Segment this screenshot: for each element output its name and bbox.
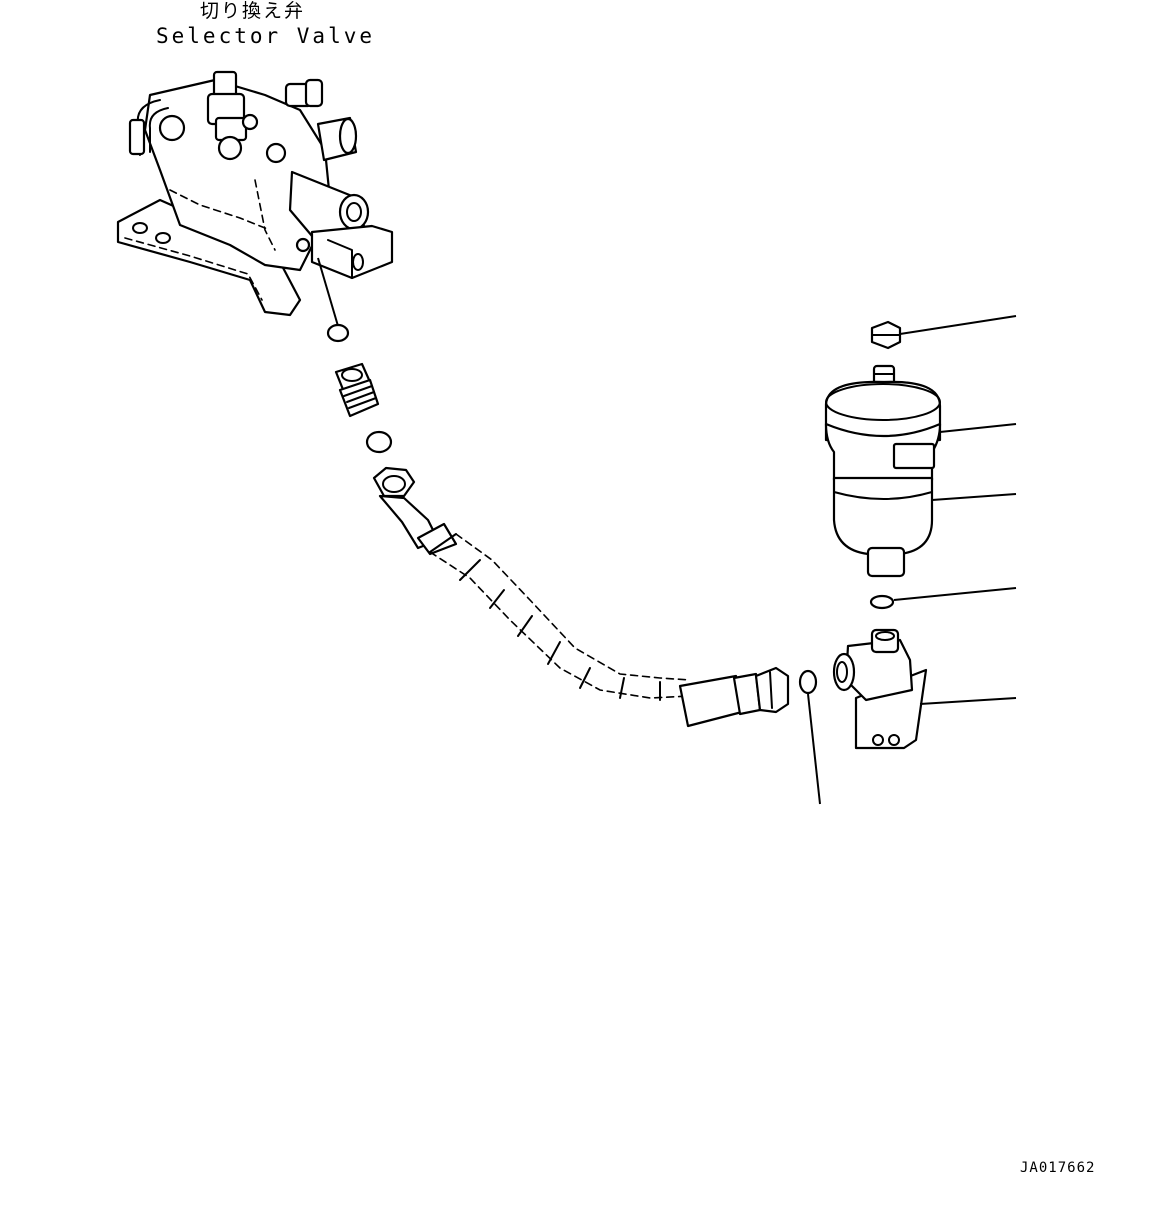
o-ring-2 [365,430,393,454]
o-ring-4-leader [893,587,1017,601]
selector-valve-label-jp: 切り換え弁 [200,0,306,22]
filter-element-part [824,364,942,482]
hose-part [372,466,790,728]
o-ring-4 [869,594,895,610]
filter-head-leader [919,697,1017,705]
filter-case-part [832,476,934,578]
hex-plug-leader [899,315,1017,335]
filter-head-part [832,628,928,750]
filter-element-leader [939,423,1017,433]
adapter-part [334,362,380,418]
drawing-id: JA017662 [1020,1160,1096,1176]
valve-leader-line [317,257,339,327]
o-ring-1 [326,323,350,343]
selector-valve-part [116,70,394,317]
filter-case-leader [931,493,1017,501]
selector-valve-label-en: Selector Valve [156,24,376,48]
o-ring-3 [798,669,818,695]
o-ring-3-leader [807,693,821,805]
